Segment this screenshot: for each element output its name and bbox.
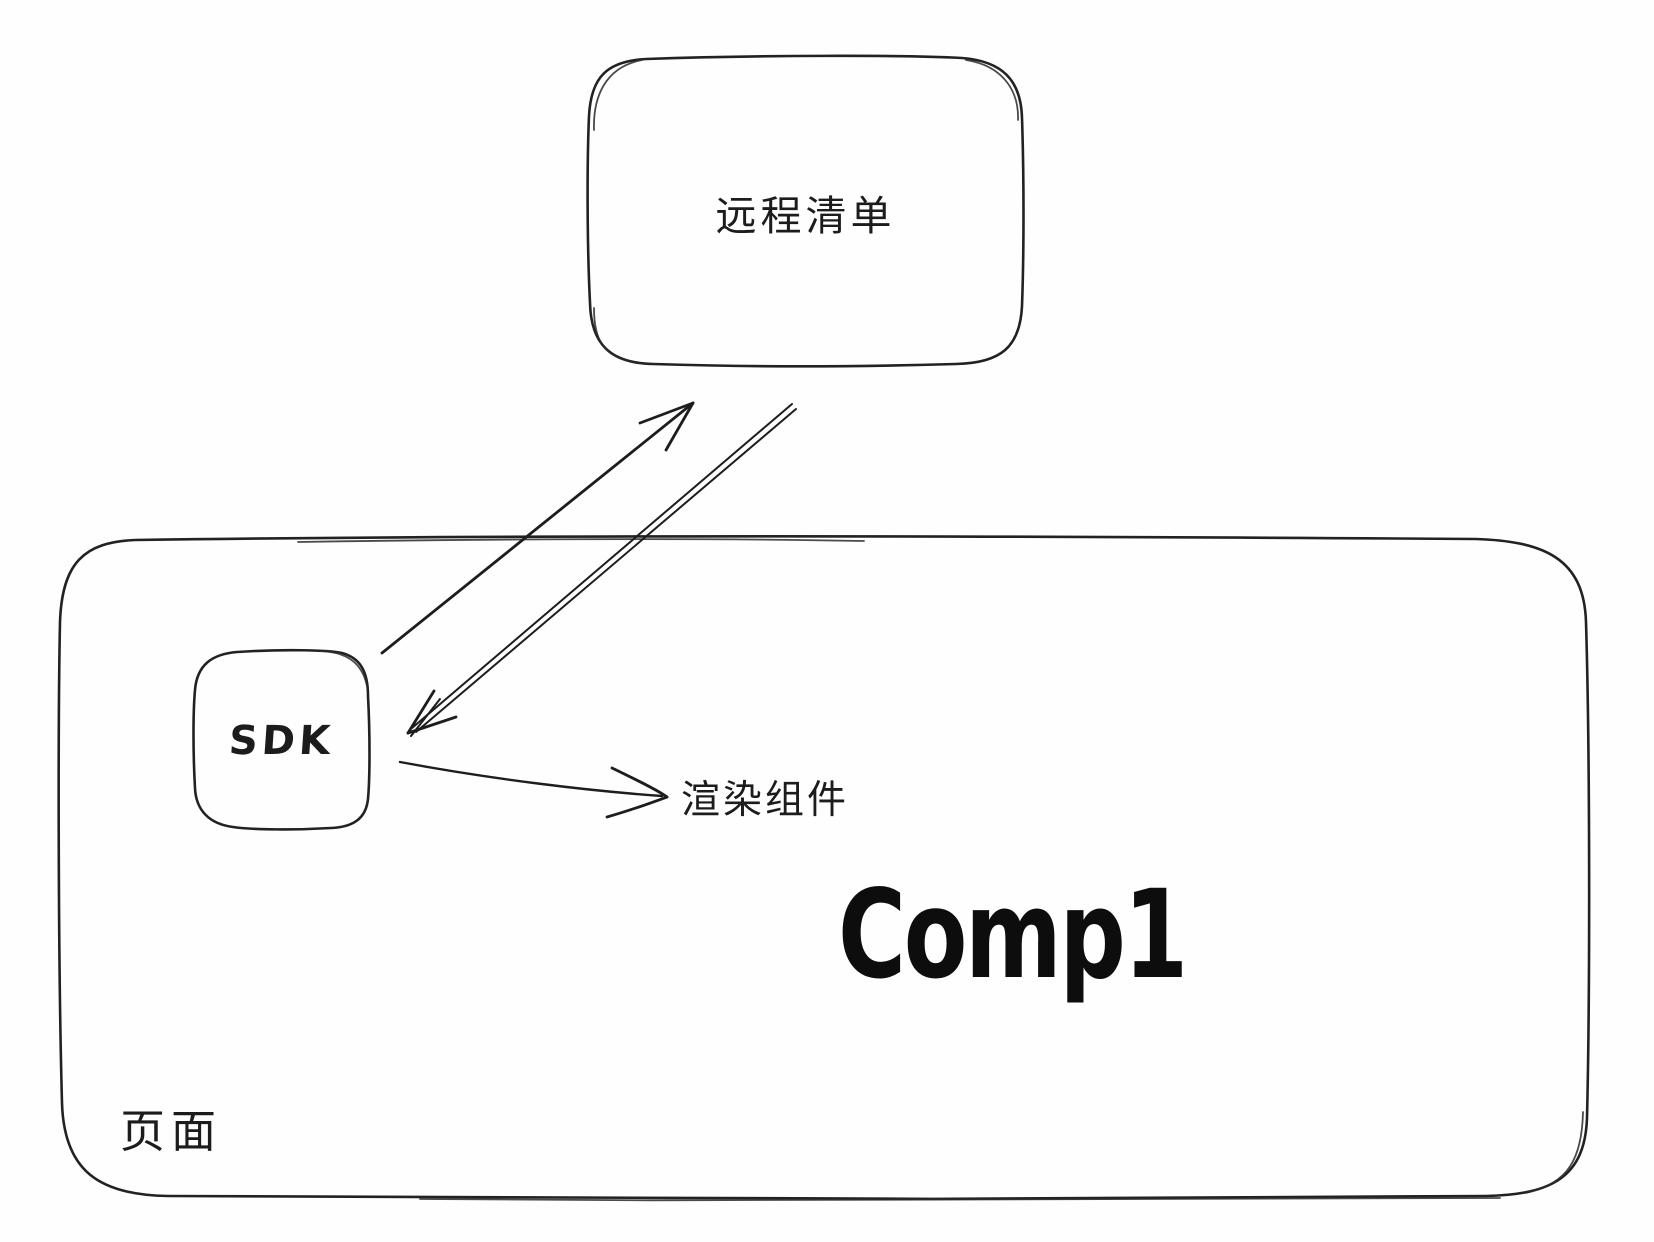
sdk-label: SDK [227,718,336,764]
sdk-box [192,648,371,831]
page-label: 页面 [120,1105,223,1158]
render-component-label: 渲染组件 [681,778,850,823]
page-box [57,535,1591,1202]
remote-manifest-box [586,54,1025,368]
comp1-label: Comp1 [838,864,1188,1006]
arrow-sdk-to-render-component [398,760,669,819]
remote-manifest-label: 远程清单 [715,192,896,240]
arrow-remote-manifest-to-sdk [406,403,797,737]
arrow-sdk-to-remote-manifest [380,401,695,655]
